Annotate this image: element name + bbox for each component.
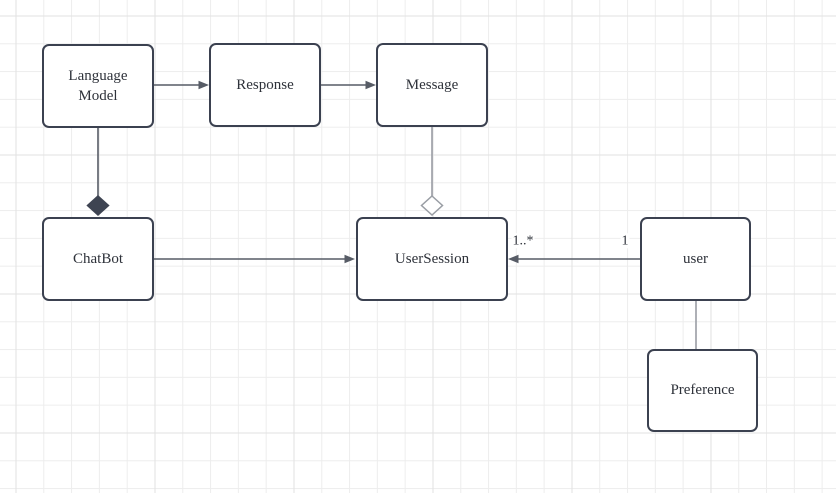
node-label: user	[683, 250, 708, 267]
node-label: Language Model	[68, 67, 128, 104]
multiplicity-label-user-end[interactable]: 1	[620, 233, 630, 249]
node-label: ChatBot	[72, 250, 123, 267]
arrowhead-left-icon	[508, 254, 519, 264]
edge-message-usersession[interactable]	[420, 127, 444, 217]
node-label: Response	[236, 76, 294, 93]
edge-languagemodel-response[interactable]	[154, 80, 209, 90]
edge-languagemodel-chatbot[interactable]	[86, 128, 110, 217]
node-label: Message	[405, 76, 459, 93]
node-user-session[interactable]: UserSession	[356, 217, 508, 301]
edge-user-usersession[interactable]	[508, 254, 640, 264]
edge-response-message[interactable]	[321, 80, 376, 90]
node-user[interactable]: user	[640, 217, 751, 301]
aggregation-diamond-icon	[420, 194, 444, 217]
composition-diamond-icon	[86, 194, 110, 217]
node-chatbot[interactable]: ChatBot	[42, 217, 154, 301]
node-preference[interactable]: Preference	[647, 349, 758, 432]
arrowhead-right-icon	[365, 80, 376, 90]
multiplicity-label-usersession-end[interactable]: 1..*	[511, 233, 535, 249]
node-label: Preference	[670, 382, 735, 399]
node-language-model[interactable]: Language Model	[42, 44, 154, 128]
node-message[interactable]: Message	[376, 43, 488, 127]
arrowhead-right-icon	[198, 80, 209, 90]
arrowhead-right-icon	[344, 254, 355, 264]
node-response[interactable]: Response	[209, 43, 321, 127]
node-label: UserSession	[394, 250, 470, 267]
edge-chatbot-usersession[interactable]	[154, 254, 355, 264]
